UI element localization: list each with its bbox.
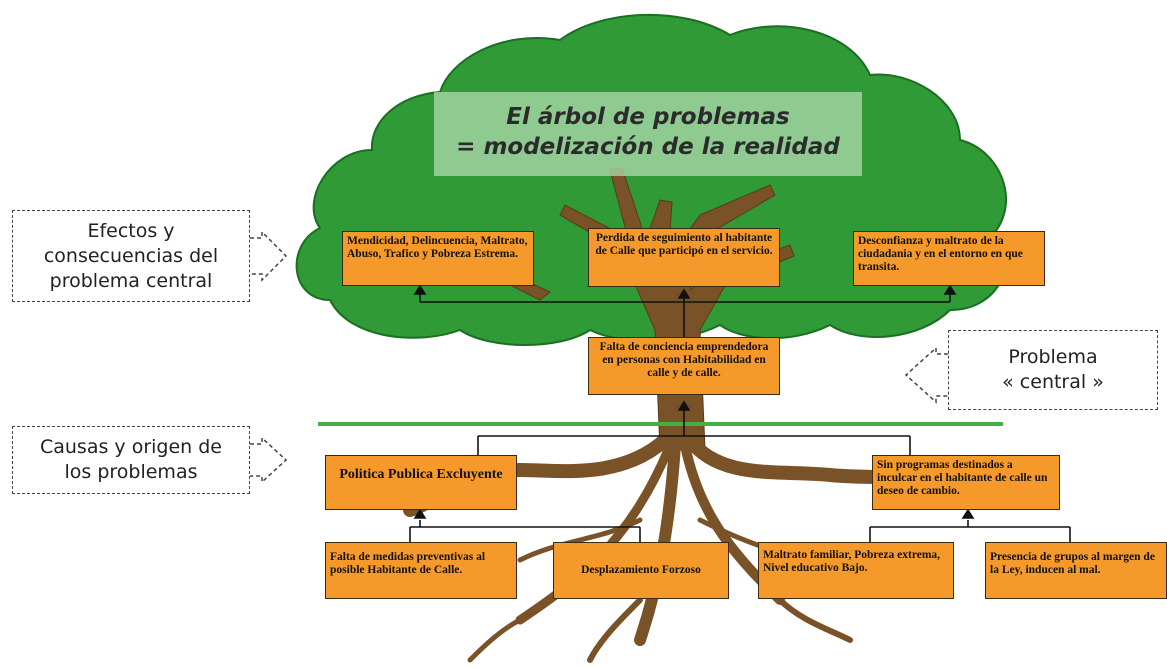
root-cause-box-1: Falta de medidas preventivas al posible …	[325, 542, 517, 599]
effect-box-2: Perdida de seguimiento al habitante de C…	[588, 228, 780, 287]
central-label-line-2: « central »	[1002, 371, 1104, 393]
root-cause-box-4: Presencia de grupos al margen de la Ley,…	[985, 542, 1167, 599]
title-line-1: El árbol de problemas	[506, 104, 790, 130]
effect-box-3: Desconfianza y maltrato de la ciudadania…	[853, 231, 1045, 286]
root-cause-box-2: Desplazamiento Forzoso	[553, 542, 729, 599]
causes-side-label: Causas y origen de los problemas	[12, 426, 250, 494]
connectors	[409, 284, 1071, 542]
diagram-title: El árbol de problemas = modelización de …	[434, 92, 862, 176]
effects-label-line-2: consecuencias del	[43, 244, 219, 267]
central-side-label: Problema « central »	[948, 330, 1158, 410]
effect-box-1: Mendicidad, Delincuencia, Maltrato, Abus…	[342, 231, 534, 286]
effects-label-line-1: Efectos y	[87, 219, 175, 242]
causes-label-line-2: los problemas	[64, 461, 198, 483]
effects-label-line-3: problema central	[49, 269, 213, 292]
causes-label-line-1: Causas y origen de	[39, 436, 222, 458]
central-label-line-1: Problema	[1008, 346, 1098, 368]
root-cause-box-3: Maltrato familiar, Pobreza extrema, Nive…	[758, 542, 954, 599]
cause-box-1: Politica Publica Excluyente	[325, 455, 517, 510]
effects-side-label: Efectos y consecuencias del problema cen…	[12, 210, 250, 302]
pointer-arrows	[250, 230, 948, 484]
title-line-2: = modelización de la realidad	[456, 134, 840, 160]
central-problem-box: Falta de conciencia emprendedora en pers…	[588, 337, 780, 395]
cause-box-2: Sin programas destinados a inculcar en e…	[872, 455, 1060, 510]
